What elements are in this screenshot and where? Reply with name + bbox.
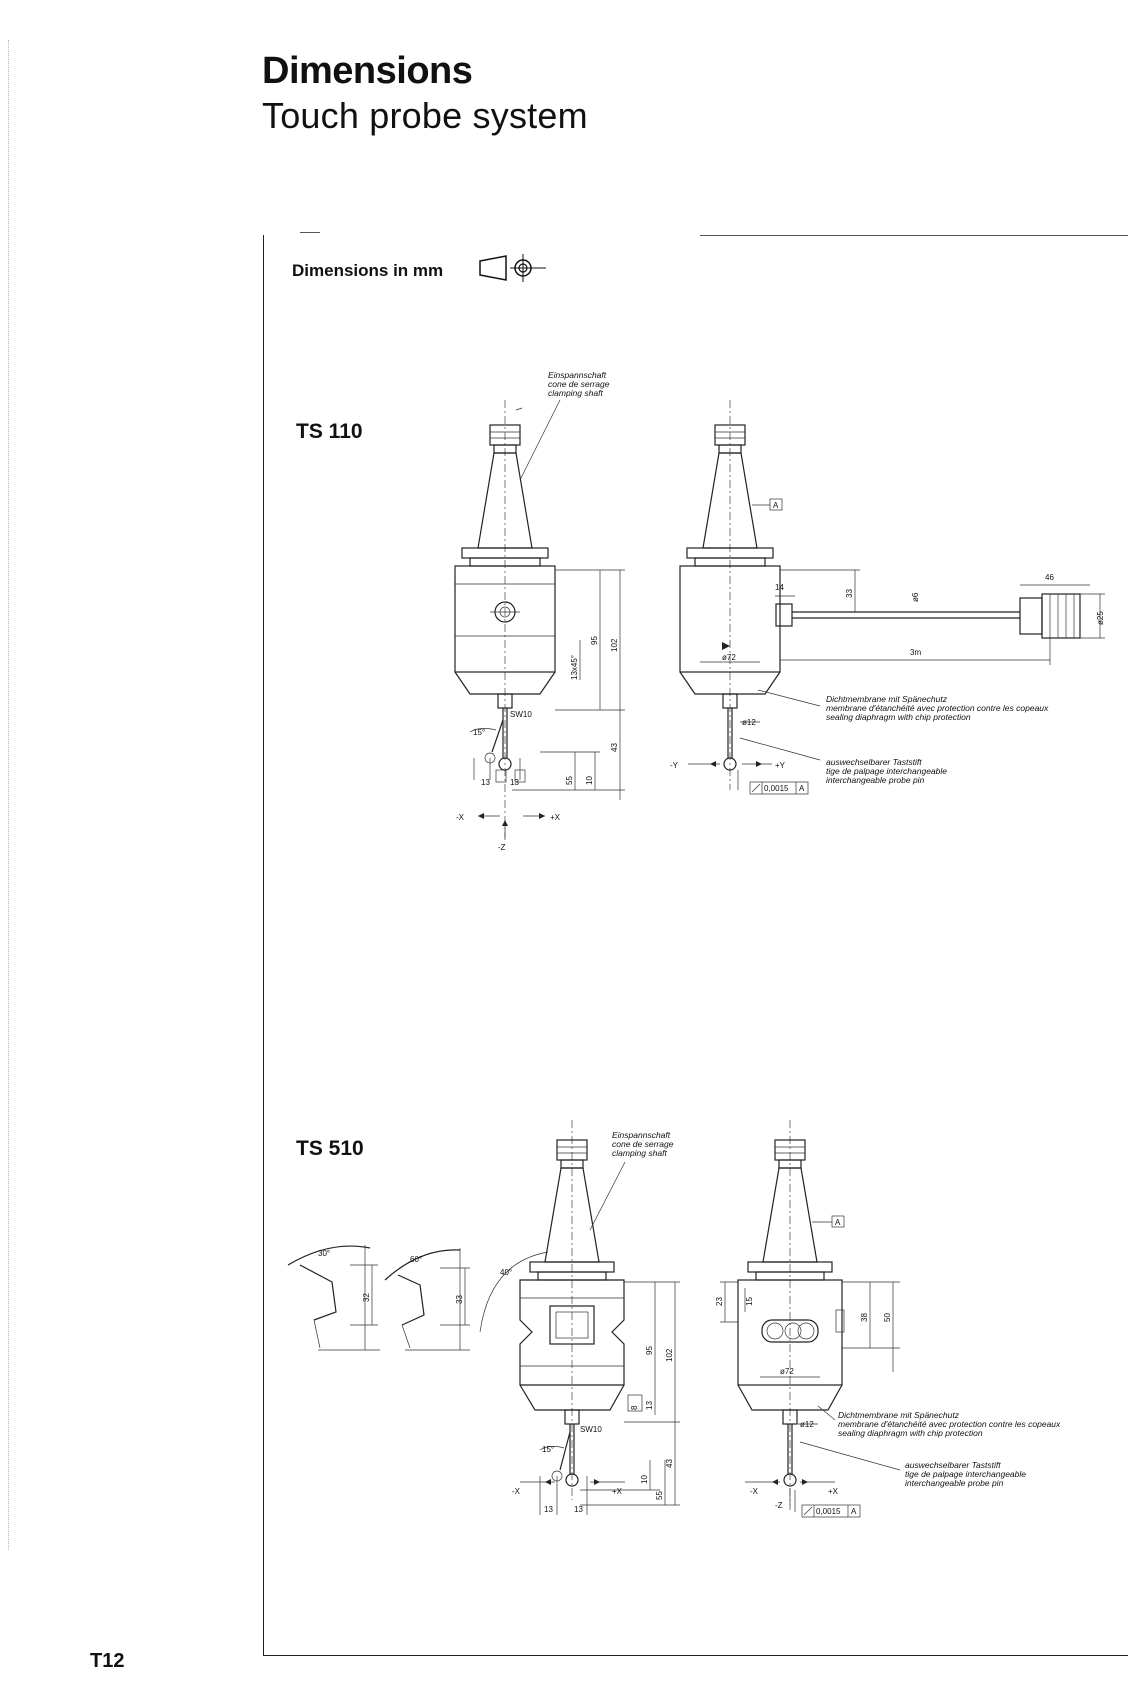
svg-text:102: 102 xyxy=(665,1348,674,1362)
svg-text:ø6: ø6 xyxy=(911,592,920,602)
svg-text:-X: -X xyxy=(456,813,465,822)
svg-text:A: A xyxy=(851,1507,857,1516)
svg-text:33: 33 xyxy=(455,1295,464,1304)
svg-text:interchangeable probe pin: interchangeable probe pin xyxy=(905,1478,1004,1488)
svg-text:ø25: ø25 xyxy=(1096,611,1105,625)
svg-text:tige de palpage interchangeabl: tige de palpage interchangeable xyxy=(826,766,947,776)
svg-text:0,0015: 0,0015 xyxy=(816,1507,841,1516)
svg-text:10: 10 xyxy=(585,776,594,785)
svg-text:Einspannschaft: Einspannschaft xyxy=(612,1130,671,1140)
svg-text:membrane d'étanchéité avec pro: membrane d'étanchéité avec protection co… xyxy=(838,1419,1061,1429)
svg-text:55: 55 xyxy=(655,1491,664,1500)
svg-text:50: 50 xyxy=(883,1313,892,1322)
svg-text:95: 95 xyxy=(645,1346,654,1355)
svg-text:ø12: ø12 xyxy=(800,1420,814,1429)
svg-text:Einspannschaft: Einspannschaft xyxy=(548,370,607,380)
margin-rule xyxy=(8,40,9,1550)
svg-text:Dichtmembrane mit Spänechutz: Dichtmembrane mit Spänechutz xyxy=(826,694,948,704)
svg-text:+X: +X xyxy=(550,813,561,822)
svg-text:+X: +X xyxy=(612,1487,623,1496)
ts510-front-view: 40° SW10 15° 95 102 43 10 55 8 13 13 13 … xyxy=(479,1120,680,1515)
svg-text:30°: 30° xyxy=(318,1249,330,1258)
model-label-ts110: TS 110 xyxy=(296,420,363,443)
svg-text:cone de serrage: cone de serrage xyxy=(612,1139,674,1149)
ts510-angle-details: 30° 32 60° 33 xyxy=(287,1245,470,1351)
svg-text:+X: +X xyxy=(828,1487,839,1496)
svg-text:-Y: -Y xyxy=(670,761,679,770)
svg-text:ø12: ø12 xyxy=(742,718,756,727)
svg-text:55: 55 xyxy=(565,776,574,785)
page-subtitle: Touch probe system xyxy=(262,95,588,136)
svg-text:auswechselbarer Taststift: auswechselbarer Taststift xyxy=(905,1460,1001,1470)
svg-text:membrane d'étanchéité avec pro: membrane d'étanchéité avec protection co… xyxy=(826,703,1049,713)
units-label: Dimensions in mm xyxy=(292,261,444,280)
svg-text:tige de palpage interchangeabl: tige de palpage interchangeable xyxy=(905,1469,1026,1479)
ts510-side-view: A 23 15 38 50 ø72 ø12 0,001 xyxy=(715,1120,1061,1518)
svg-text:13x45°: 13x45° xyxy=(570,655,579,680)
page-number: T12 xyxy=(90,1650,125,1672)
svg-text:13: 13 xyxy=(481,778,490,787)
svg-text:sealing diaphragm with chip pr: sealing diaphragm with chip protection xyxy=(826,712,971,722)
frame-tick xyxy=(300,232,320,233)
svg-text:38: 38 xyxy=(860,1313,869,1322)
svg-text:-X: -X xyxy=(512,1487,521,1496)
svg-text:clamping shaft: clamping shaft xyxy=(548,388,603,398)
svg-text:10: 10 xyxy=(640,1475,649,1484)
ts110-front-view: 13 13 SW10 15° 95 102 13x45° 43 55 10 Ei… xyxy=(454,370,625,852)
page-title: Dimensions xyxy=(262,50,473,92)
svg-text:15°: 15° xyxy=(473,728,485,737)
svg-text:0,0015: 0,0015 xyxy=(764,784,789,793)
svg-text:13: 13 xyxy=(544,1505,553,1514)
svg-text:14: 14 xyxy=(775,583,784,592)
svg-text:SW10: SW10 xyxy=(580,1425,602,1434)
svg-text:32: 32 xyxy=(362,1293,371,1302)
svg-text:46: 46 xyxy=(1045,573,1054,582)
svg-text:auswechselbarer Taststift: auswechselbarer Taststift xyxy=(826,757,922,767)
svg-text:ø72: ø72 xyxy=(722,653,736,662)
svg-text:+Y: +Y xyxy=(775,761,786,770)
svg-text:A: A xyxy=(773,501,779,510)
svg-text:interchangeable probe pin: interchangeable probe pin xyxy=(826,775,925,785)
svg-text:43: 43 xyxy=(665,1459,674,1468)
svg-text:clamping shaft: clamping shaft xyxy=(612,1148,667,1158)
svg-text:15°: 15° xyxy=(542,1445,554,1454)
svg-text:-Z: -Z xyxy=(775,1501,783,1510)
svg-text:33: 33 xyxy=(845,589,854,598)
svg-text:A: A xyxy=(799,784,805,793)
model-label-ts510: TS 510 xyxy=(296,1137,364,1160)
frame-top-rule xyxy=(700,235,1128,236)
svg-text:13: 13 xyxy=(645,1401,654,1410)
svg-text:Dichtmembrane mit Spänechutz: Dichtmembrane mit Spänechutz xyxy=(838,1410,960,1420)
svg-text:43: 43 xyxy=(610,743,619,752)
svg-text:A: A xyxy=(835,1218,841,1227)
svg-text:102: 102 xyxy=(610,638,619,652)
svg-text:8: 8 xyxy=(630,1405,639,1410)
svg-text:13: 13 xyxy=(574,1505,583,1514)
svg-text:3m: 3m xyxy=(910,648,921,657)
drawing-frame xyxy=(263,235,1128,1656)
svg-text:SW10: SW10 xyxy=(510,710,532,719)
svg-text:40°: 40° xyxy=(500,1268,512,1277)
svg-text:-Z: -Z xyxy=(498,843,506,852)
svg-text:13: 13 xyxy=(510,778,519,787)
svg-text:15: 15 xyxy=(745,1297,754,1306)
svg-text:95: 95 xyxy=(590,636,599,645)
svg-text:-X: -X xyxy=(750,1487,759,1496)
ts110-side-view: A 33 14 ø6 46 ø25 3m ø72 xyxy=(670,400,1105,795)
svg-text:ø72: ø72 xyxy=(780,1367,794,1376)
svg-text:sealing diaphragm with chip pr: sealing diaphragm with chip protection xyxy=(838,1428,983,1438)
svg-text:23: 23 xyxy=(715,1297,724,1306)
svg-text:cone de serrage: cone de serrage xyxy=(548,379,610,389)
svg-text:60°: 60° xyxy=(410,1255,422,1264)
projection-symbol-icon xyxy=(479,254,546,282)
